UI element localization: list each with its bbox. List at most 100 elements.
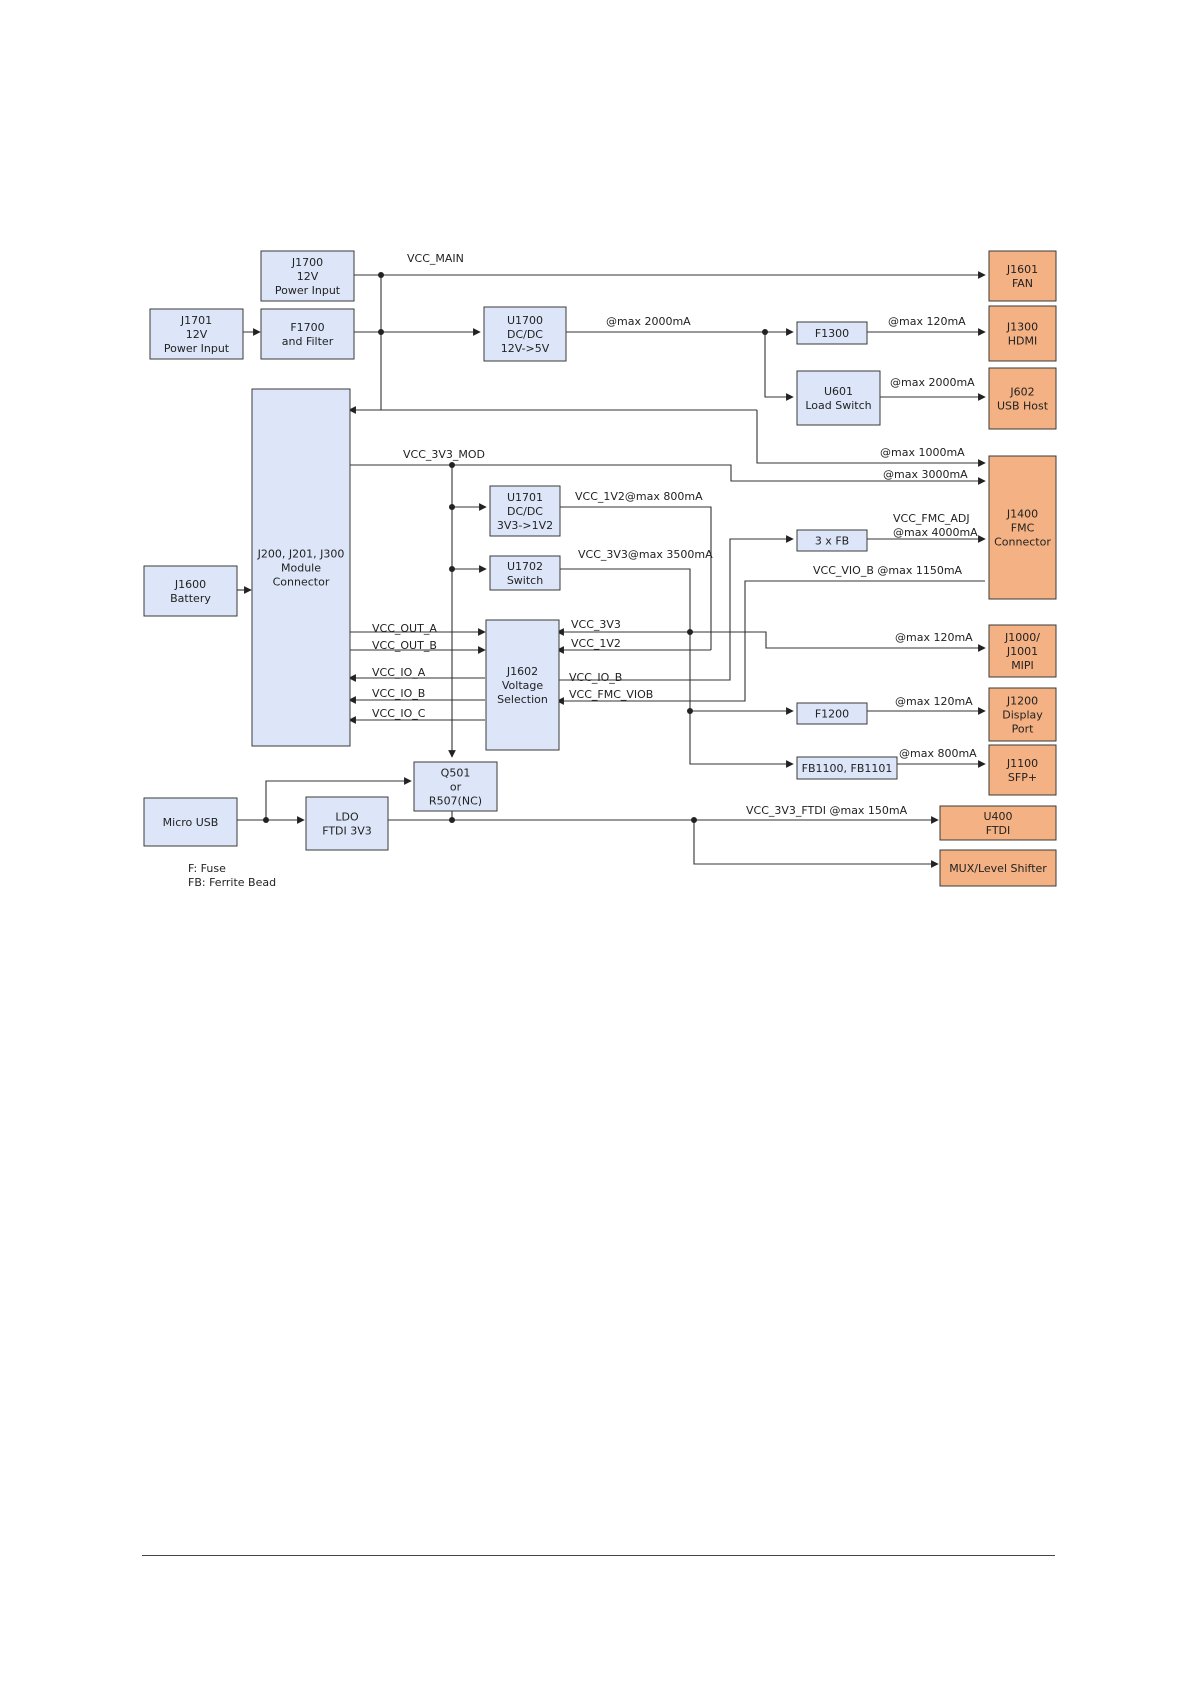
block-j1000-rect [988, 624, 1057, 678]
label-vcc-out-a: VCC_OUT_A [372, 622, 437, 635]
block-j1600-rect [143, 565, 238, 617]
block-j1700-rect [260, 250, 355, 302]
block-f1200-line: F1200 [815, 707, 849, 720]
block-u1700-line: 12V->5V [501, 342, 550, 355]
block-j1300-rect [988, 305, 1057, 362]
block-j1100-line: J1100 [1006, 757, 1038, 770]
junction-dot [378, 329, 384, 335]
block-mux-line: MUX/Level Shifter [949, 862, 1047, 875]
block-f1700-line: F1700 [290, 321, 324, 334]
block-fb3-line: 3 x FB [815, 534, 849, 547]
label-max-2000-u1700: @max 2000mA [606, 315, 691, 328]
block-j1701-line: 12V [186, 328, 208, 341]
block-u1701-line: U1701 [507, 491, 543, 504]
label-vcc-io-b-right: VCC_IO_B [569, 671, 622, 684]
legend: F: Fuse FB: Ferrite Bead [188, 862, 276, 889]
junction-dot [449, 566, 455, 572]
block-fb3-rect [796, 529, 868, 552]
wire-u1701-out [556, 506, 712, 650]
wire-io-b-3fb [557, 535, 794, 681]
label-vcc-fmc-adj: VCC_FMC_ADJ [893, 512, 970, 525]
block-ldo-rect [305, 796, 389, 851]
label-vcc-3v3-out: VCC_3V3@max 3500mA [578, 548, 713, 561]
legend-ferrite-bead: FB: Ferrite Bead [188, 876, 276, 889]
block-j1100-rect [988, 744, 1057, 796]
block-ldo-line: LDO [335, 810, 359, 823]
block-j1600-line: J1600 [174, 578, 206, 591]
block-j1300-line: J1300 [1006, 320, 1038, 333]
block-fb1100: FB1100, FB1101 [796, 756, 898, 780]
block-j1601-line: J1601 [1006, 263, 1038, 276]
block-f1200-rect [796, 702, 868, 725]
block-j1602-line: J1602 [506, 665, 538, 678]
label-vcc-out-b: VCC_OUT_B [372, 639, 437, 652]
connection-wires [237, 271, 986, 868]
block-j1100-line: SFP+ [1008, 771, 1037, 784]
block-u400-line: FTDI [986, 824, 1011, 837]
label-max-2000-usb: @max 2000mA [890, 376, 975, 389]
block-j1200-line: Port [1012, 722, 1034, 735]
block-f1200: F1200 [796, 702, 868, 725]
block-j1300-line: HDMI [1008, 334, 1037, 347]
block-fb1100-line: FB1100, FB1101 [802, 762, 893, 775]
block-u1702-line: Switch [507, 574, 543, 587]
block-j1701-rect [149, 308, 244, 360]
block-j1701-line: J1701 [180, 314, 212, 327]
label-vcc-vio-b: VCC_VIO_B @max 1150mA [813, 564, 963, 577]
block-mux-rect [939, 849, 1057, 887]
block-module-line: Connector [273, 575, 330, 588]
label-max-800-sfp: @max 800mA [899, 747, 977, 760]
label-max-120-mipi: @max 120mA [895, 631, 973, 644]
block-microusb-line: Micro USB [163, 816, 219, 829]
block-j602-line: USB Host [997, 399, 1049, 412]
junction-dot [449, 462, 455, 468]
block-module-line: J200, J201, J300 [257, 547, 345, 560]
block-u1701-line: 3V3->1V2 [497, 519, 553, 532]
block-j1000-line: J1000/ [1004, 631, 1040, 644]
block-j1400-rect [988, 455, 1057, 600]
block-u1700-line: U1700 [507, 314, 543, 327]
junction-dots [263, 272, 768, 823]
block-j1700-line: Power Input [275, 284, 341, 297]
label-max-1000: @max 1000mA [880, 446, 965, 459]
label-max-3000: @max 3000mA [883, 468, 968, 481]
block-f1700-rect [260, 308, 355, 360]
block-ldo-line: FTDI 3V3 [322, 824, 372, 837]
wire-vio-b [556, 580, 985, 705]
block-f1300-line: F1300 [815, 327, 849, 340]
junction-dot [691, 817, 697, 823]
block-u1700-line: DC/DC [507, 328, 543, 341]
label-max-120-dp: @max 120mA [895, 695, 973, 708]
label-vcc-3v3-in: VCC_3V3 [571, 618, 621, 631]
wire-u1702-out [556, 568, 794, 768]
block-f1300: F1300 [796, 321, 868, 345]
wire-usb-q501 [265, 777, 412, 820]
block-q501-rect [413, 761, 498, 812]
block-q501-line: Q501 [441, 766, 471, 779]
block-u400-line: U400 [983, 810, 1012, 823]
block-mux: MUX/Level Shifter [939, 849, 1057, 887]
junction-dot [449, 504, 455, 510]
block-u1700-rect [483, 306, 567, 362]
junction-dot [449, 817, 455, 823]
block-j1400-line: Connector [994, 535, 1051, 548]
block-j1000-line: J1001 [1006, 645, 1038, 658]
wire-max1000 [756, 410, 986, 467]
wire-vcc-3v3-mod [349, 464, 986, 485]
block-j1400-line: J1400 [1006, 507, 1038, 520]
block-u1701-rect [489, 485, 561, 537]
block-j602-rect [988, 367, 1057, 430]
junction-dot [263, 817, 269, 823]
